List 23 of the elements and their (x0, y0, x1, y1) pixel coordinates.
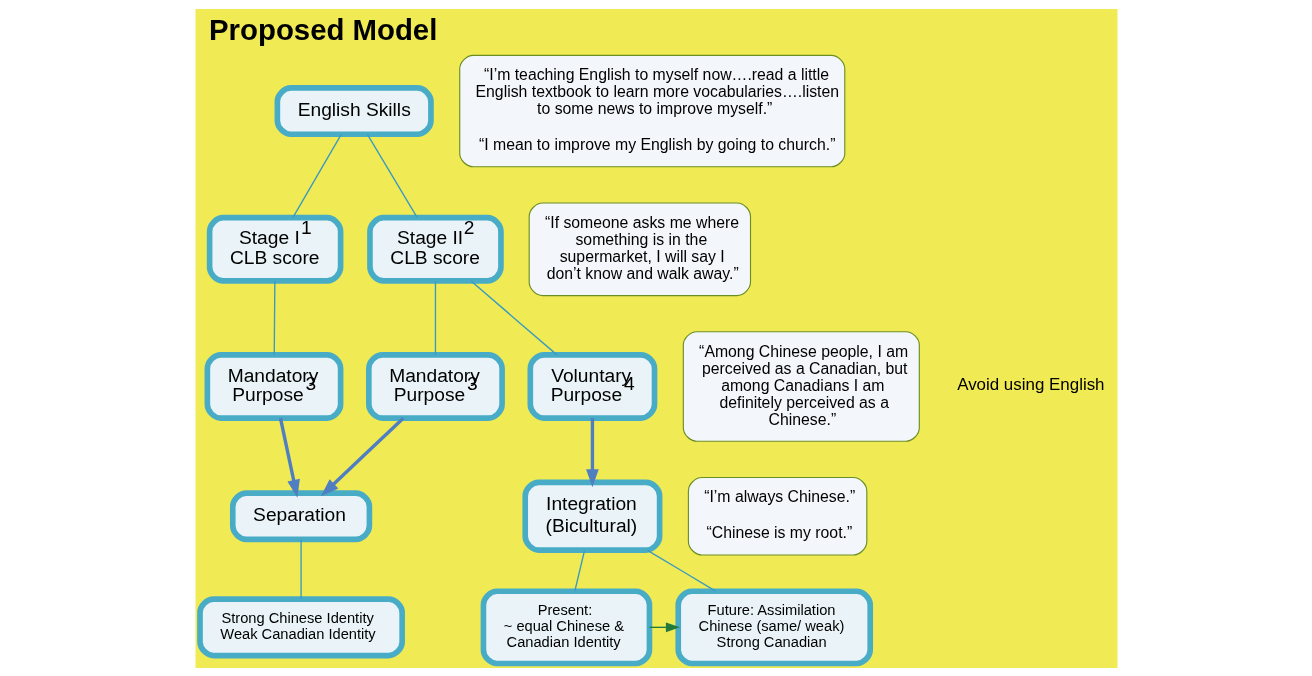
node-box: English Skills (274, 84, 434, 137)
node-box: Separation (229, 489, 372, 542)
label: Avoid using English (956, 374, 1105, 394)
node-box: Future: Assimilation Chinese (same/ weak) Strong Canadian (674, 587, 873, 666)
connector (273, 279, 276, 356)
node-box: Present: ~ equal Chinese & Canadian Identity (480, 587, 652, 666)
connector (291, 133, 342, 218)
node-box: “Among Chinese people, I am perceived as a Canadian, but among Canadians I am definitely perceived as a Chinese.” (682, 330, 920, 442)
node-box: “I’m teaching English to myself now….read a little English textbook to learn more vocabularies….listen to some news to improve myself.” “I mean to improve my English by going to church.” (458, 54, 845, 167)
arrow (585, 417, 599, 487)
connector (646, 549, 716, 592)
connector (299, 538, 302, 599)
diagram-title: Proposed Model (208, 12, 437, 46)
arrow (278, 417, 300, 498)
connector (434, 279, 436, 356)
node-box: “I’m always Chinese.” “Chinese is my root.” (687, 476, 867, 556)
connector (573, 549, 585, 592)
connector (366, 133, 418, 218)
node-box: Integration (Bicultural) (521, 479, 662, 553)
node-box: “If someone asks me where something is in the supermarket, I will say I don’t know and walk away.” (528, 201, 751, 296)
arrow (320, 416, 404, 496)
node-box: Strong Chinese Identity Weak Canadian Identity (196, 595, 405, 658)
connector (469, 279, 558, 356)
